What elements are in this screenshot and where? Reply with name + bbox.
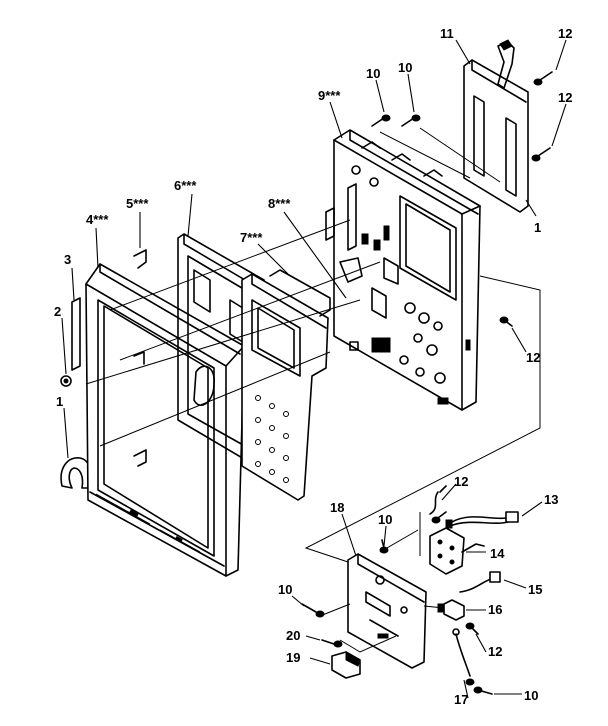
callout-16: 16: [488, 602, 502, 617]
part-5-gasket: [133, 249, 147, 467]
chassis-holes: [351, 165, 446, 384]
part-13-harness: [445, 511, 519, 529]
callout-19: 19: [286, 650, 300, 665]
part-18-lower-bracket: [347, 553, 427, 669]
callout-7: 7***: [240, 230, 263, 245]
callout-9: 9***: [318, 88, 341, 103]
screws-top: [371, 71, 553, 327]
part-3-strip: [71, 297, 81, 371]
callout-15: 15: [528, 582, 542, 597]
callout-10: 10: [278, 582, 292, 597]
callout-12: 12: [454, 474, 468, 489]
part-14-relay: [429, 527, 485, 575]
callout-4: 4***: [86, 212, 109, 227]
panel-buttons: [255, 395, 289, 483]
callout-6: 6***: [174, 178, 197, 193]
part-9-chassis: [325, 129, 481, 411]
callout-3: 3: [64, 252, 71, 267]
callout-12: 12: [558, 26, 572, 41]
callout-14: 14: [490, 546, 505, 561]
callout-1: 1: [534, 220, 541, 235]
callout-10: 10: [378, 512, 392, 527]
screws-bottom: [301, 511, 493, 695]
callout-11: 11: [440, 26, 454, 41]
callout-13: 13: [544, 492, 558, 507]
part-11-bracket: [463, 39, 529, 213]
assembly-lines: [85, 127, 541, 653]
part-4-door-frame: [85, 263, 245, 577]
callout-12: 12: [488, 644, 502, 659]
callout-labels: 11 12 12 10 10 9*** 1 6*** 5*** 4*** 8**…: [54, 26, 572, 707]
part-1-clip: [60, 457, 92, 489]
callout-10: 10: [398, 60, 412, 75]
callout-10: 10: [366, 66, 380, 81]
part-8-control-panel: [241, 273, 329, 501]
callout-12: 12: [526, 350, 540, 365]
callout-12: 12: [558, 90, 572, 105]
callout-10: 10: [524, 688, 538, 703]
callout-1: 1: [56, 394, 63, 409]
callout-2: 2: [54, 304, 61, 319]
part-2-knob: [60, 375, 72, 387]
callout-20: 20: [286, 628, 300, 643]
part-7-membrane: [269, 269, 331, 317]
callout-18: 18: [330, 500, 344, 515]
part-12-wire-loop: [429, 485, 447, 515]
callout-8: 8***: [268, 196, 291, 211]
callout-17: 17: [454, 692, 468, 707]
callout-5: 5***: [126, 196, 149, 211]
part-15-connector: [459, 571, 501, 593]
part-16-switch: [437, 599, 465, 621]
leader-lines: [61, 39, 567, 699]
part-19-block: [331, 651, 361, 679]
